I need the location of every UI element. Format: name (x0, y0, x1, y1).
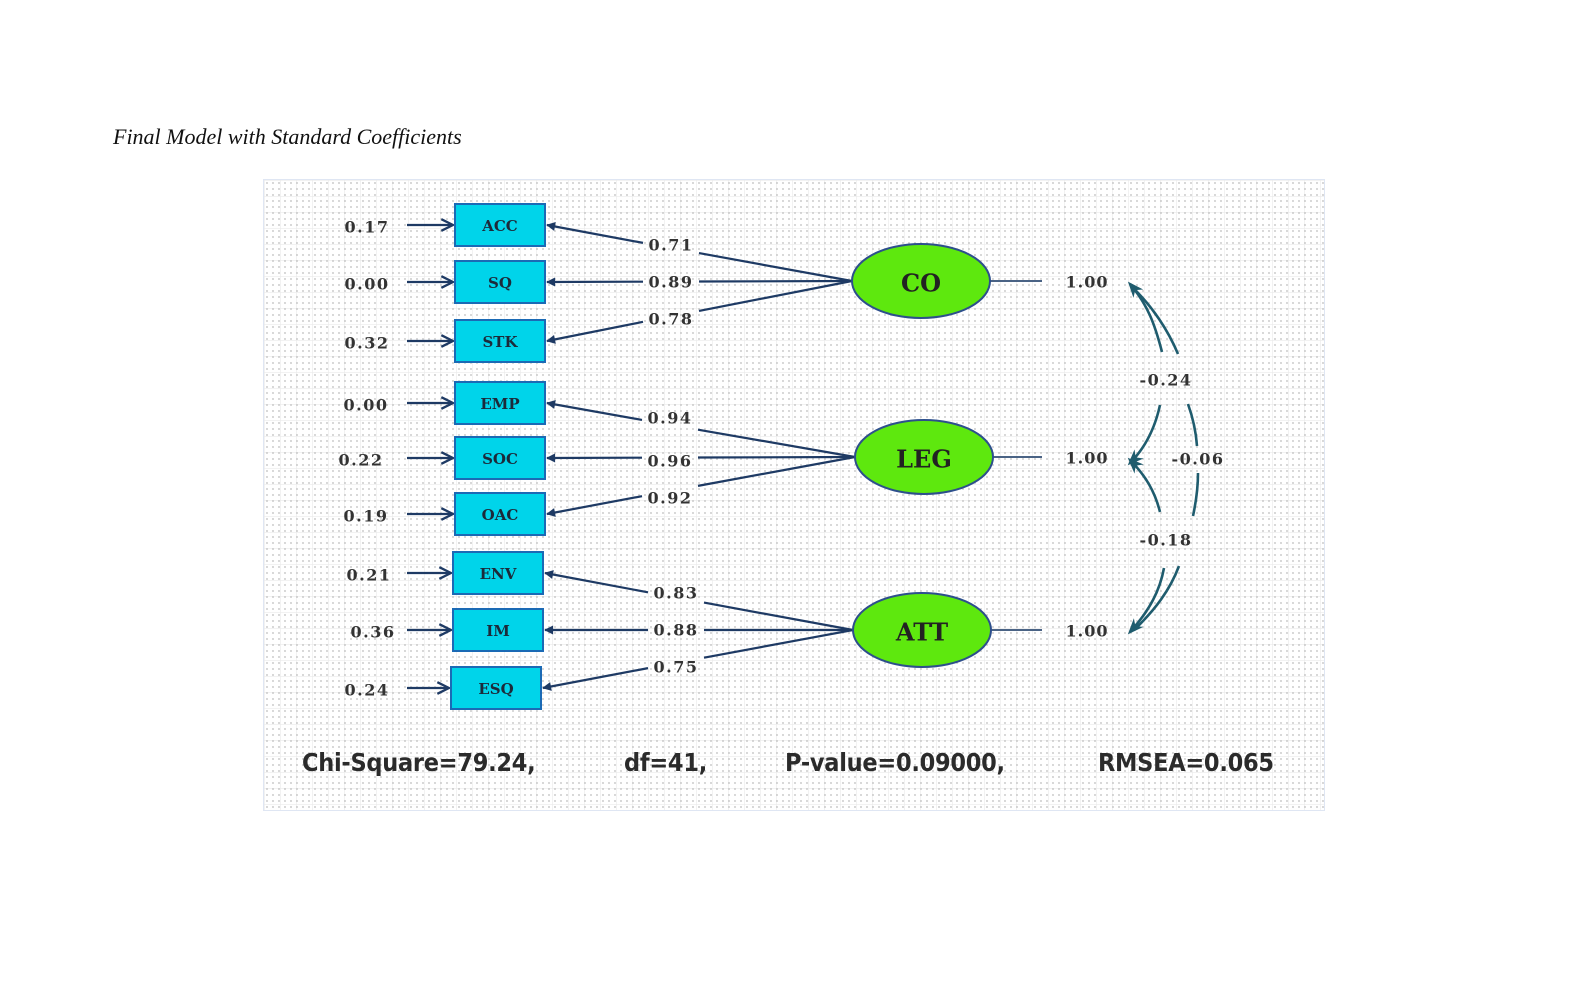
loading-label-acc: 0.71 (649, 236, 694, 255)
correlation-arrow-leg-att-bottom (1127, 567, 1166, 635)
error-variance-emp: 0.00 (344, 396, 389, 415)
df-stat: df=41, (624, 748, 707, 777)
error-variance-sq: 0.00 (345, 275, 390, 294)
loading-label-im: 0.88 (654, 621, 699, 640)
indicator-label-emp: EMP (480, 395, 519, 413)
loading-arrow-emp (546, 399, 643, 421)
indicator-label-sq: SQ (488, 274, 512, 292)
loading-path-stk-segment-latent (698, 279, 853, 312)
loading-path-emp-segment-latent (697, 428, 856, 459)
loading-label-oac: 0.92 (648, 489, 693, 508)
loading-label-esq: 0.75 (654, 658, 699, 677)
indicator-box-acc (454, 203, 546, 247)
indicator-label-env: ENV (480, 565, 517, 583)
error-variance-esq: 0.24 (345, 681, 390, 700)
loading-arrow-stk (546, 320, 644, 344)
loading-path-esq-segment-latent (703, 628, 854, 659)
latent-factor-leg (854, 419, 994, 495)
loading-arrow-esq (542, 667, 649, 691)
loading-arrow-env (544, 570, 649, 594)
correlation-arc-co-att-upper (1186, 403, 1199, 447)
correlation-arrow-co-leg-bottom (1127, 404, 1162, 466)
latent-label-leg: LEG (896, 445, 952, 474)
variance-label-att: 1.00 (1066, 622, 1109, 641)
indicator-box-sq (454, 260, 546, 304)
rmsea-stat: RMSEA=0.065 (1098, 748, 1274, 777)
loading-arrow-acc (546, 222, 644, 244)
latent-factor-co (851, 243, 991, 319)
latent-label-co: CO (901, 269, 941, 298)
indicator-box-stk (454, 319, 546, 363)
error-variance-oac: 0.19 (344, 507, 389, 526)
correlation-arrow-co-leg-top-2 (1132, 287, 1180, 355)
indicator-box-esq (450, 666, 542, 710)
grid-background (264, 180, 1324, 810)
indicator-box-oac (454, 492, 546, 536)
error-variance-acc: 0.17 (345, 218, 390, 237)
indicator-box-im (452, 608, 544, 652)
loading-label-stk: 0.78 (649, 310, 694, 329)
indicator-label-soc: SOC (482, 450, 518, 468)
variance-label-leg: 1.00 (1066, 449, 1109, 468)
loading-label-sq: 0.89 (649, 273, 694, 292)
indicator-box-env (452, 551, 544, 595)
loading-path-acc-segment-latent (698, 252, 853, 283)
error-variance-soc: 0.22 (339, 451, 384, 470)
indicator-box-soc (454, 436, 546, 480)
loading-arrow-oac (546, 495, 643, 517)
correlation-label-co-leg: -0.24 (1139, 371, 1192, 390)
correlation-label-co-att: -0.06 (1171, 450, 1224, 469)
indicator-label-esq: ESQ (478, 680, 513, 698)
loading-path-oac-segment-latent (697, 455, 856, 487)
latent-label-att: ATT (895, 618, 948, 647)
correlation-arrow-leg-att-top (1127, 457, 1162, 513)
error-variance-stk: 0.32 (345, 334, 390, 353)
indicator-label-im: IM (486, 622, 510, 640)
error-variance-env: 0.21 (347, 566, 392, 585)
variance-label-co: 1.00 (1066, 273, 1109, 292)
path-diagram-panel (263, 179, 1325, 811)
correlation-arc-co-att-lower (1191, 472, 1200, 517)
loading-path-env-segment-latent (703, 601, 854, 632)
loading-label-emp: 0.94 (648, 409, 693, 428)
indicator-box-emp (454, 381, 546, 425)
correlation-label-leg-att: -0.18 (1139, 531, 1192, 550)
loading-path-soc-segment-latent (697, 455, 856, 459)
figure-caption: Final Model with Standard Coefficients (113, 124, 462, 149)
loading-label-env: 0.83 (654, 584, 699, 603)
indicator-label-oac: OAC (482, 506, 519, 524)
indicator-label-acc: ACC (481, 217, 518, 235)
p-value-stat: P-value=0.09000, (785, 748, 1005, 777)
loading-label-soc: 0.96 (648, 452, 693, 471)
correlation-arrow-leg-att-bottom-2 (1133, 565, 1181, 631)
chi-square-stat: Chi-Square=79.24, (302, 748, 536, 777)
error-variance-im: 0.36 (351, 623, 396, 642)
latent-factor-att (852, 592, 992, 668)
indicator-label-stk: STK (482, 333, 518, 351)
